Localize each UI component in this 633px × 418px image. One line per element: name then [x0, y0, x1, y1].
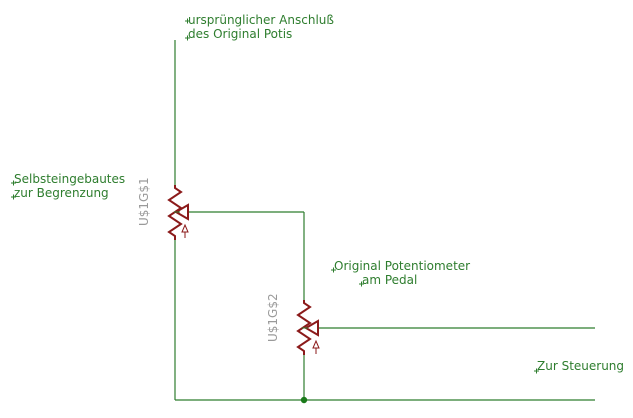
pot2-resistor	[296, 300, 312, 355]
label-limiter-line1: Selbsteingebautes	[14, 172, 125, 186]
origin-cross	[11, 194, 16, 200]
label-limiter-line2: zur Begrenzung	[14, 186, 109, 200]
origin-cross	[534, 368, 539, 374]
refdes-pot2: U$1G$2	[266, 293, 280, 342]
origin-cross	[331, 267, 336, 273]
pot2-arrow-icon	[312, 339, 320, 354]
origin-cross	[185, 18, 190, 24]
refdes-pot1: U$1G$1	[137, 177, 151, 226]
junction-dot	[300, 396, 308, 404]
potentiometer-1	[167, 185, 189, 240]
pot1-arrow-icon	[181, 223, 189, 238]
label-pedal-pot-line1: Original Potentiometer	[334, 259, 470, 273]
potentiometer-2	[296, 300, 320, 355]
label-original-connection-line1: ursprünglicher Anschluß	[188, 13, 334, 27]
label-origin-marks	[11, 18, 539, 374]
label-original-connection-line2: des Original Potis	[188, 27, 292, 41]
origin-cross	[11, 180, 16, 186]
origin-cross	[185, 35, 190, 41]
origin-cross	[359, 281, 364, 287]
label-pedal-pot-line2: am Pedal	[362, 273, 417, 287]
label-output: Zur Steuerung	[537, 359, 624, 373]
